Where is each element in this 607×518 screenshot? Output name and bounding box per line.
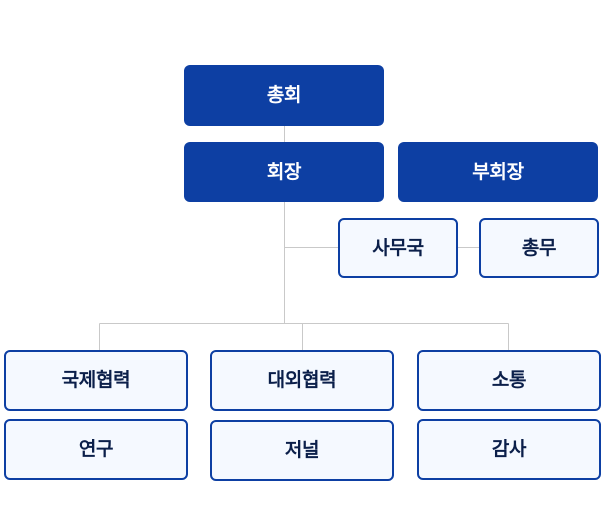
node-journal: 저널 — [210, 420, 394, 481]
node-general-assembly: 총회 — [184, 65, 384, 126]
node-external-cooperation: 대외협력 — [210, 350, 394, 411]
node-research: 연구 — [4, 419, 188, 480]
node-general-affairs: 총무 — [479, 218, 599, 278]
node-secretariat: 사무국 — [338, 218, 458, 278]
node-vice-president: 부회장 — [398, 142, 598, 202]
node-international-cooperation: 국제협력 — [4, 350, 188, 411]
node-president: 회장 — [184, 142, 384, 202]
node-communication: 소통 — [417, 350, 601, 411]
node-audit: 감사 — [417, 419, 601, 480]
